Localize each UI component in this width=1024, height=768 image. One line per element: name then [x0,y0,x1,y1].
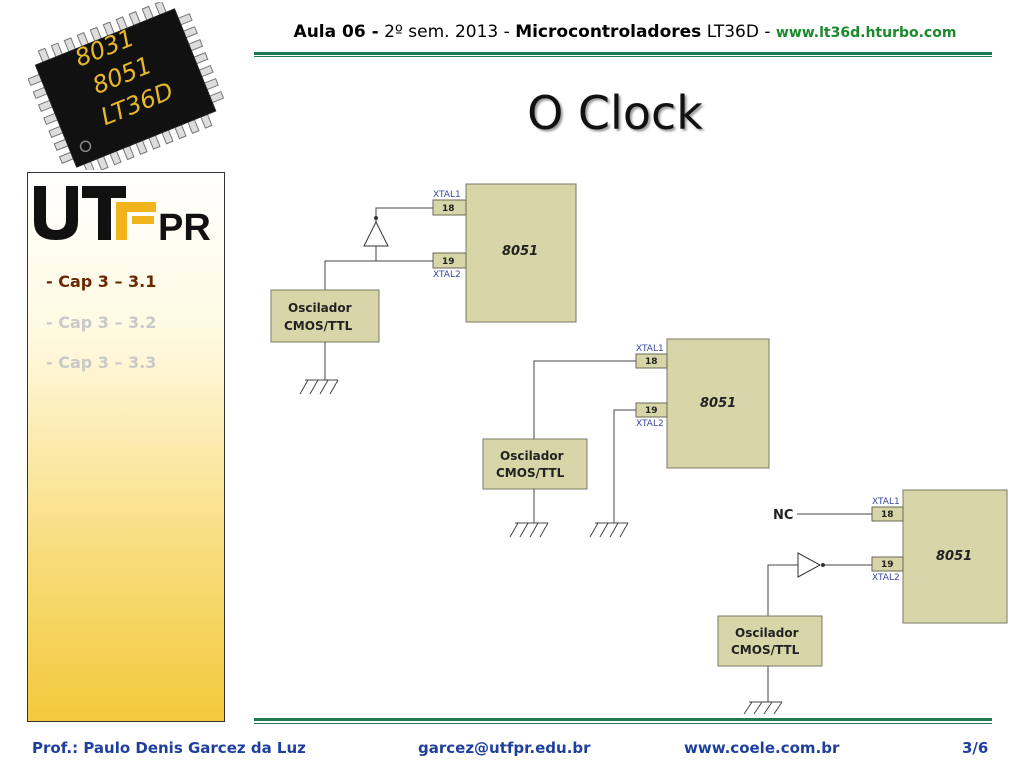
inverter-symbol [363,220,389,247]
oscillator-label-2: CMOS/TTL [731,643,800,657]
circuit-3: 8051 18 19 XTAL1 XTAL2 NC Oscilador CMOS… [717,489,1008,715]
chip-8051-label: 8051 [936,549,972,564]
oscillator-label-1: Oscilador [500,449,564,463]
sidebar-panel [27,172,225,722]
pin-19-number: 19 [881,560,894,570]
header-course-code: LT36D - [706,22,771,42]
ground-symbol [509,489,549,538]
ground-symbol [589,522,629,538]
utfpr-logo-pr: PR [158,207,211,242]
pin-xtal1-label: XTAL1 [636,344,664,354]
pin-xtal2-label: XTAL2 [636,419,664,429]
pin-19-number: 19 [442,257,455,267]
chip-logo: 8031 8051 LT36D [28,2,225,170]
sidebar-item-cap-3-3[interactable]: - Cap 3 – 3.3 [46,353,157,372]
pin-18-number: 18 [442,204,455,214]
ground-symbol [299,342,339,395]
pin-18-number: 18 [645,357,658,367]
pin-19-box [871,556,904,572]
header-course: Microcontroladores [515,22,702,42]
pin-19-number: 19 [645,406,658,416]
pin-xtal2-label: XTAL2 [872,573,900,583]
nc-label: NC [773,508,793,523]
junction-dot [374,216,378,220]
inverter-bubble [821,563,825,567]
chip-8051-block [902,489,1008,624]
wire [324,260,433,290]
slide-title: O Clock [527,86,703,140]
chip-8051-label: 8051 [502,244,538,259]
utfpr-logo: PR [34,186,211,242]
chip-8051-label: 8051 [700,396,736,411]
inverter-symbol [797,552,822,578]
circuit-2: 8051 18 19 XTAL1 XTAL2 Oscilador CMOS/TT… [482,338,770,538]
footer-professor: Prof.: Paulo Denis Garcez da Luz [32,739,306,757]
pin-xtal2-label: XTAL2 [433,270,461,280]
footer-rule-thin [254,723,992,724]
footer-email-link[interactable]: garcez@utfpr.edu.br [418,739,591,757]
oscillator-block [270,289,380,343]
wire [533,360,636,439]
header-rule [254,52,992,55]
header-site-link[interactable]: www.lt36d.hturbo.com [775,25,957,41]
chip-8051-block [465,183,577,323]
pin-18-number: 18 [881,510,894,520]
oscillator-label-2: CMOS/TTL [284,319,353,333]
pin-xtal1-label: XTAL1 [433,190,461,200]
footer-page-number: 3/6 [962,739,989,757]
oscillator-label-1: Oscilador [288,301,352,315]
oscillator-block [482,438,588,490]
header-semester: 2º sem. 2013 - [384,22,510,42]
ground-symbol [743,666,783,715]
header-line: Aula 06 - 2º sem. 2013 - Microcontrolado… [260,22,990,42]
sidebar-item-cap-3-1[interactable]: - Cap 3 – 3.1 [46,272,157,291]
sidebar-item-cap-3-2[interactable]: - Cap 3 – 3.2 [46,313,157,332]
oscillator-label-2: CMOS/TTL [496,466,565,480]
oscillator-block [717,615,823,667]
wire [375,207,433,222]
pin-xtal1-label: XTAL1 [872,497,900,507]
header-lesson: Aula 06 - [293,22,379,42]
circuit-1: 8051 18 19 XTAL1 XTAL2 Oscilador CMOS/TT… [270,183,577,395]
wire [375,246,433,262]
footer-website-link[interactable]: www.coele.com.br [684,739,840,757]
wire [613,409,636,523]
header-rule-thin [254,56,992,57]
wire [767,564,798,616]
chip-8051-block [666,338,770,469]
footer-rule [254,718,992,721]
oscillator-label-1: Oscilador [735,626,799,640]
